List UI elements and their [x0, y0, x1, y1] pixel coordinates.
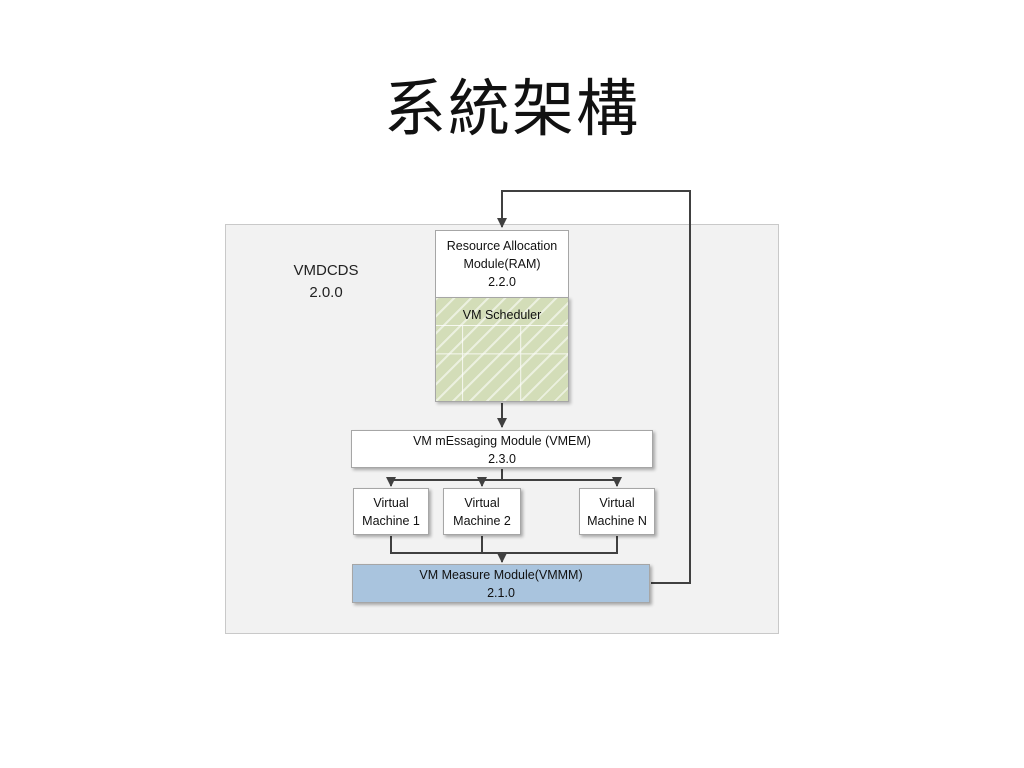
virtual-machine-n: Virtual Machine N — [579, 488, 655, 535]
vmem-name: VM mEssaging Module (VMEM) — [413, 434, 591, 448]
ram-version: 2.2.0 — [488, 275, 516, 289]
vmem-version: 2.3.0 — [488, 452, 516, 466]
vmmm-version: 2.1.0 — [487, 586, 515, 600]
feedback-loop-connector — [497, 190, 691, 584]
vm-line2: Machine N — [587, 514, 647, 528]
vm-line2: Machine 1 — [362, 514, 420, 528]
scheduler-label: VM Scheduler — [462, 308, 542, 322]
ram-line2: Module(RAM) — [463, 257, 541, 271]
vmem-to-vms-connector — [391, 469, 617, 481]
virtual-machine-2: Virtual Machine 2 — [443, 488, 521, 535]
ram-line1: Resource Allocation — [446, 239, 558, 253]
page-title: 系統架構 — [383, 72, 640, 145]
vm-messaging-module: VM mEssaging Module (VMEM) 2.3.0 — [351, 430, 653, 468]
vm-line1: Virtual — [599, 496, 635, 510]
vm-measure-module: VM Measure Module(VMMM) 2.1.0 — [352, 564, 650, 603]
vm-line1: Virtual — [373, 496, 409, 510]
virtual-machine-1: Virtual Machine 1 — [353, 488, 429, 535]
system-version: 2.0.0 — [309, 284, 343, 301]
resource-allocation-module: Resource Allocation Module(RAM) 2.2.0 — [435, 230, 569, 298]
vm-line1: Virtual — [464, 496, 500, 510]
vmmm-name: VM Measure Module(VMMM) — [419, 568, 583, 582]
system-name: VMDCDS — [293, 262, 359, 279]
vm-scheduler: VM Scheduler — [435, 297, 569, 402]
vms-to-vmmm-connector — [390, 536, 618, 561]
system-label: VMDCDS 2.0.0 — [280, 260, 372, 304]
vm-line2: Machine 2 — [453, 514, 511, 528]
